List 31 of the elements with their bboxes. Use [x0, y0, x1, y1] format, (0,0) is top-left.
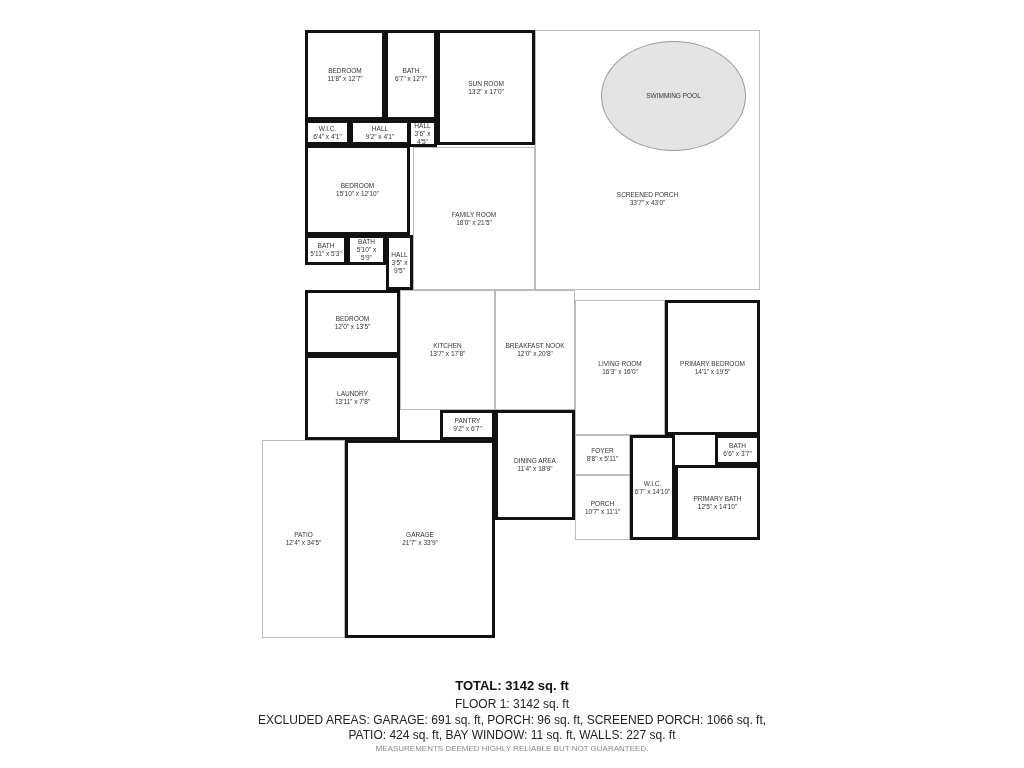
room-outline [345, 440, 495, 638]
room-outline [386, 235, 413, 290]
room-outline [665, 300, 760, 435]
room-area [535, 30, 760, 290]
room-area [495, 290, 575, 410]
room-area [400, 290, 495, 410]
room-outline [675, 465, 760, 540]
summary-total: TOTAL: 3142 sq. ft [454, 678, 570, 693]
room-outline [305, 120, 350, 145]
room-outline [495, 410, 575, 520]
room-outline [440, 410, 495, 440]
room-outline [437, 30, 535, 145]
room-area [575, 435, 630, 475]
room-outline [305, 145, 410, 235]
room-outline [630, 435, 675, 540]
summary-line: FLOOR 1: 3142 sq. ft [453, 697, 571, 711]
room-area [413, 147, 535, 290]
room-area [575, 475, 630, 540]
disclaimer-note: MEASUREMENTS DEEMED HIGHLY RELIABLE BUT NOT GUARANTEED. [374, 744, 650, 753]
room-outline [350, 120, 410, 145]
room-area [262, 440, 345, 638]
room-area [575, 300, 665, 435]
room-outline [305, 235, 347, 265]
summary-line: EXCLUDED AREAS: GARAGE: 691 sq. ft, PORCH: 96 sq. ft, SCREENED PORCH: 1066 sq. ft, PATIO: 424 sq. ft, BAY WINDOW: 11 sq. ft, WALLS: 227 sq. ft [256, 713, 768, 743]
room-outline [305, 355, 400, 440]
room-outline [385, 30, 437, 120]
room-outline [305, 30, 385, 120]
room-outline [715, 435, 760, 465]
room-outline [347, 235, 386, 265]
room-outline [305, 290, 400, 355]
room-outline [408, 120, 437, 147]
